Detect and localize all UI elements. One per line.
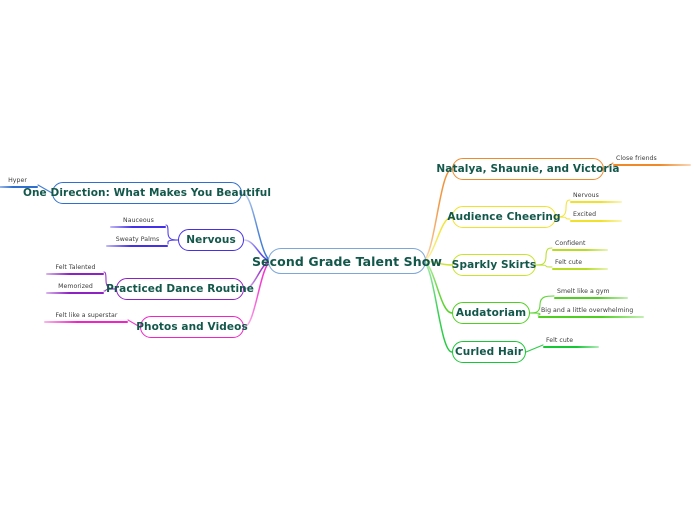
branch-node-curled-hair[interactable]: Curled Hair bbox=[452, 341, 526, 363]
leaf-underline bbox=[552, 249, 608, 252]
leaf-sparkly-skirts-confident[interactable]: Confident bbox=[552, 240, 608, 252]
branch-node-sparkly-skirts[interactable]: Sparkly Skirts bbox=[452, 254, 536, 276]
leaf-underline bbox=[570, 201, 622, 204]
leaf-label: Memorized bbox=[58, 283, 93, 290]
leaf-underline bbox=[613, 164, 691, 167]
branch-node-label: Nervous bbox=[186, 234, 236, 246]
leaf-label: Big and a little overwhelming bbox=[541, 307, 634, 314]
branch-node-label: Audience Cheering bbox=[447, 211, 561, 223]
branch-node-audience-cheering[interactable]: Audience Cheering bbox=[447, 206, 561, 228]
leaf-label: Nervous bbox=[573, 192, 599, 199]
leaf-label: Close friends bbox=[616, 155, 657, 162]
leaf-nervous-nauceous[interactable]: Nauceous bbox=[110, 217, 166, 229]
branch-node-label: Audatoriam bbox=[455, 307, 527, 319]
leaf-label: Hyper bbox=[8, 177, 27, 184]
leaf-underline bbox=[538, 316, 644, 319]
leaf-label: Felt cute bbox=[555, 259, 583, 266]
leaf-underline bbox=[46, 273, 104, 276]
leaf-underline bbox=[570, 220, 622, 223]
root-node[interactable]: Second Grade Talent Show bbox=[252, 248, 442, 274]
leaf-audience-cheering-excited[interactable]: Excited bbox=[570, 211, 622, 223]
leaf-underline bbox=[0, 186, 38, 189]
leaf-underline bbox=[552, 268, 608, 271]
leaf-label: Felt cute bbox=[546, 337, 574, 344]
leaf-label: Smelt like a gym bbox=[557, 288, 610, 295]
leaf-label: Felt Talented bbox=[55, 264, 96, 271]
branch-node-photos-and-videos[interactable]: Photos and Videos bbox=[136, 316, 248, 338]
branch-node-nervous[interactable]: Nervous bbox=[178, 229, 244, 251]
root-node-label: Second Grade Talent Show bbox=[251, 253, 443, 269]
leaf-underline bbox=[110, 226, 166, 229]
leaf-sparkly-skirts-felt-cute[interactable]: Felt cute bbox=[552, 259, 608, 271]
branch-node-label: Natalya, Shaunie, and Victoria bbox=[436, 163, 620, 175]
leaf-audatoriam-big-and-a-little-overwhelming[interactable]: Big and a little overwhelming bbox=[538, 307, 644, 319]
leaf-one-direction-hyper[interactable]: Hyper bbox=[0, 177, 38, 189]
branch-node-label: Practiced Dance Routine bbox=[106, 283, 254, 295]
leaf-practiced-dance-routine-memorized[interactable]: Memorized bbox=[46, 283, 104, 295]
leaf-underline bbox=[46, 292, 104, 295]
leaf-label: Confident bbox=[555, 240, 586, 247]
leaf-label: Excited bbox=[573, 211, 597, 218]
leaf-curled-hair-felt-cute[interactable]: Felt cute bbox=[543, 337, 599, 349]
branch-node-label: Photos and Videos bbox=[136, 321, 248, 333]
leaf-audatoriam-smelt-like-a-gym[interactable]: Smelt like a gym bbox=[554, 288, 628, 300]
leaf-label: Felt like a superstar bbox=[55, 312, 118, 319]
leaf-underline bbox=[543, 346, 599, 349]
branch-node-natalya[interactable]: Natalya, Shaunie, and Victoria bbox=[436, 158, 619, 180]
branch-node-label: One Direction: What Makes You Beautiful bbox=[22, 187, 272, 199]
leaf-natalya-close-friends[interactable]: Close friends bbox=[613, 155, 691, 167]
branch-node-one-direction[interactable]: One Direction: What Makes You Beautiful bbox=[23, 182, 271, 204]
leaf-label: Sweaty Palms bbox=[115, 236, 160, 243]
branch-node-practiced-dance-routine[interactable]: Practiced Dance Routine bbox=[106, 278, 254, 300]
leaf-underline bbox=[106, 245, 168, 248]
leaf-photos-and-videos-felt-like-a-superstar[interactable]: Felt like a superstar bbox=[44, 312, 128, 324]
leaf-underline bbox=[554, 297, 628, 300]
leaf-underline bbox=[44, 321, 128, 324]
branch-node-audatoriam[interactable]: Audatoriam bbox=[452, 302, 530, 324]
leaf-audience-cheering-nervous[interactable]: Nervous bbox=[570, 192, 622, 204]
leaf-practiced-dance-routine-felt-talented[interactable]: Felt Talented bbox=[46, 264, 104, 276]
branch-node-label: Curled Hair bbox=[455, 346, 524, 358]
branch-node-label: Sparkly Skirts bbox=[451, 259, 537, 271]
leaf-label: Nauceous bbox=[123, 217, 154, 224]
leaf-nervous-sweaty-palms[interactable]: Sweaty Palms bbox=[106, 236, 168, 248]
